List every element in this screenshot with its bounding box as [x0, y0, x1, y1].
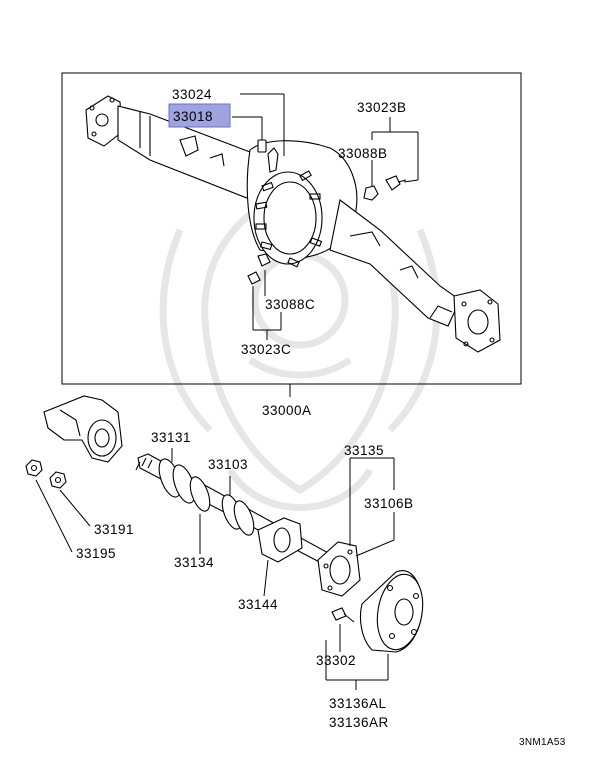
- label-33024[interactable]: 33024: [172, 87, 212, 102]
- label-33023C[interactable]: 33023C: [241, 342, 291, 357]
- axle-shaft-drawing: [25, 395, 424, 653]
- axle-housing-drawing: [85, 95, 501, 353]
- label-33018[interactable]: 33018: [173, 109, 213, 124]
- label-33134[interactable]: 33134: [174, 555, 214, 570]
- selected-part-highlight: [168, 103, 231, 128]
- label-33302[interactable]: 33302: [316, 653, 356, 668]
- label-33088B[interactable]: 33088B: [338, 146, 388, 161]
- label-33023B[interactable]: 33023B: [357, 100, 407, 115]
- leader-lines-top: [232, 93, 419, 340]
- label-33103[interactable]: 33103: [208, 457, 248, 472]
- label-33088C[interactable]: 33088C: [265, 297, 315, 312]
- label-33195[interactable]: 33195: [76, 546, 116, 561]
- part-labels: 33024 33018 33023B 33088B 33088C 33023C …: [76, 87, 566, 748]
- label-33131[interactable]: 33131: [151, 430, 191, 445]
- label-33136AL[interactable]: 33136AL: [329, 696, 387, 711]
- diagram-code: 3NM1A53: [519, 737, 566, 748]
- label-33191[interactable]: 33191: [94, 522, 134, 537]
- label-33136AR[interactable]: 33136AR: [329, 715, 389, 730]
- axle-housing-box: [61, 72, 522, 385]
- label-33135[interactable]: 33135: [344, 443, 384, 458]
- label-33106B[interactable]: 33106B: [364, 496, 414, 511]
- label-33144[interactable]: 33144: [238, 597, 278, 612]
- leader-lines-bottom: [35, 448, 395, 690]
- label-33000A[interactable]: 33000A: [262, 403, 312, 418]
